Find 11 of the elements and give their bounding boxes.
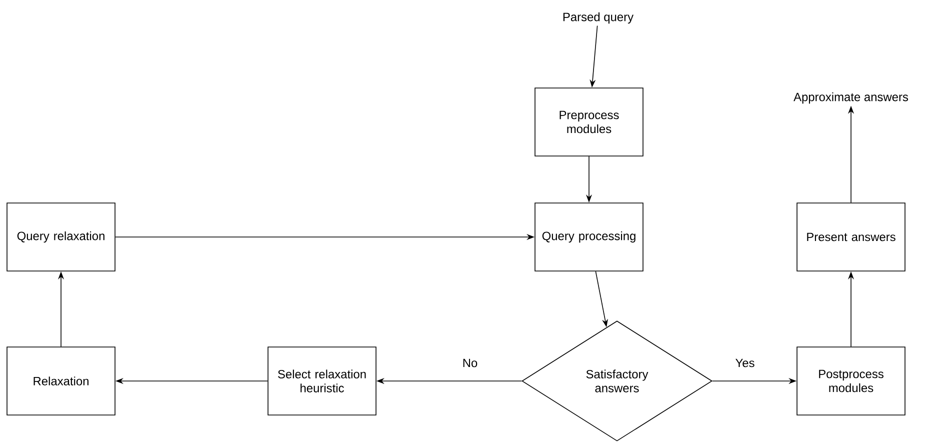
process-box: Present answers	[796, 202, 906, 272]
flow-label: Approximate answers	[794, 92, 908, 104]
process-box: Preprocess modules	[534, 88, 644, 156]
process-box: Query processing	[534, 202, 644, 272]
process-box: Query relaxation	[6, 202, 116, 272]
edge-label: No	[463, 358, 478, 368]
process-box: Relaxation	[6, 346, 116, 416]
process-box: Select relaxation heuristic	[268, 346, 376, 416]
flow-label: Parsed query	[563, 12, 634, 24]
process-box: Postprocess modules	[796, 346, 906, 416]
edge-label: Yes	[736, 358, 754, 368]
